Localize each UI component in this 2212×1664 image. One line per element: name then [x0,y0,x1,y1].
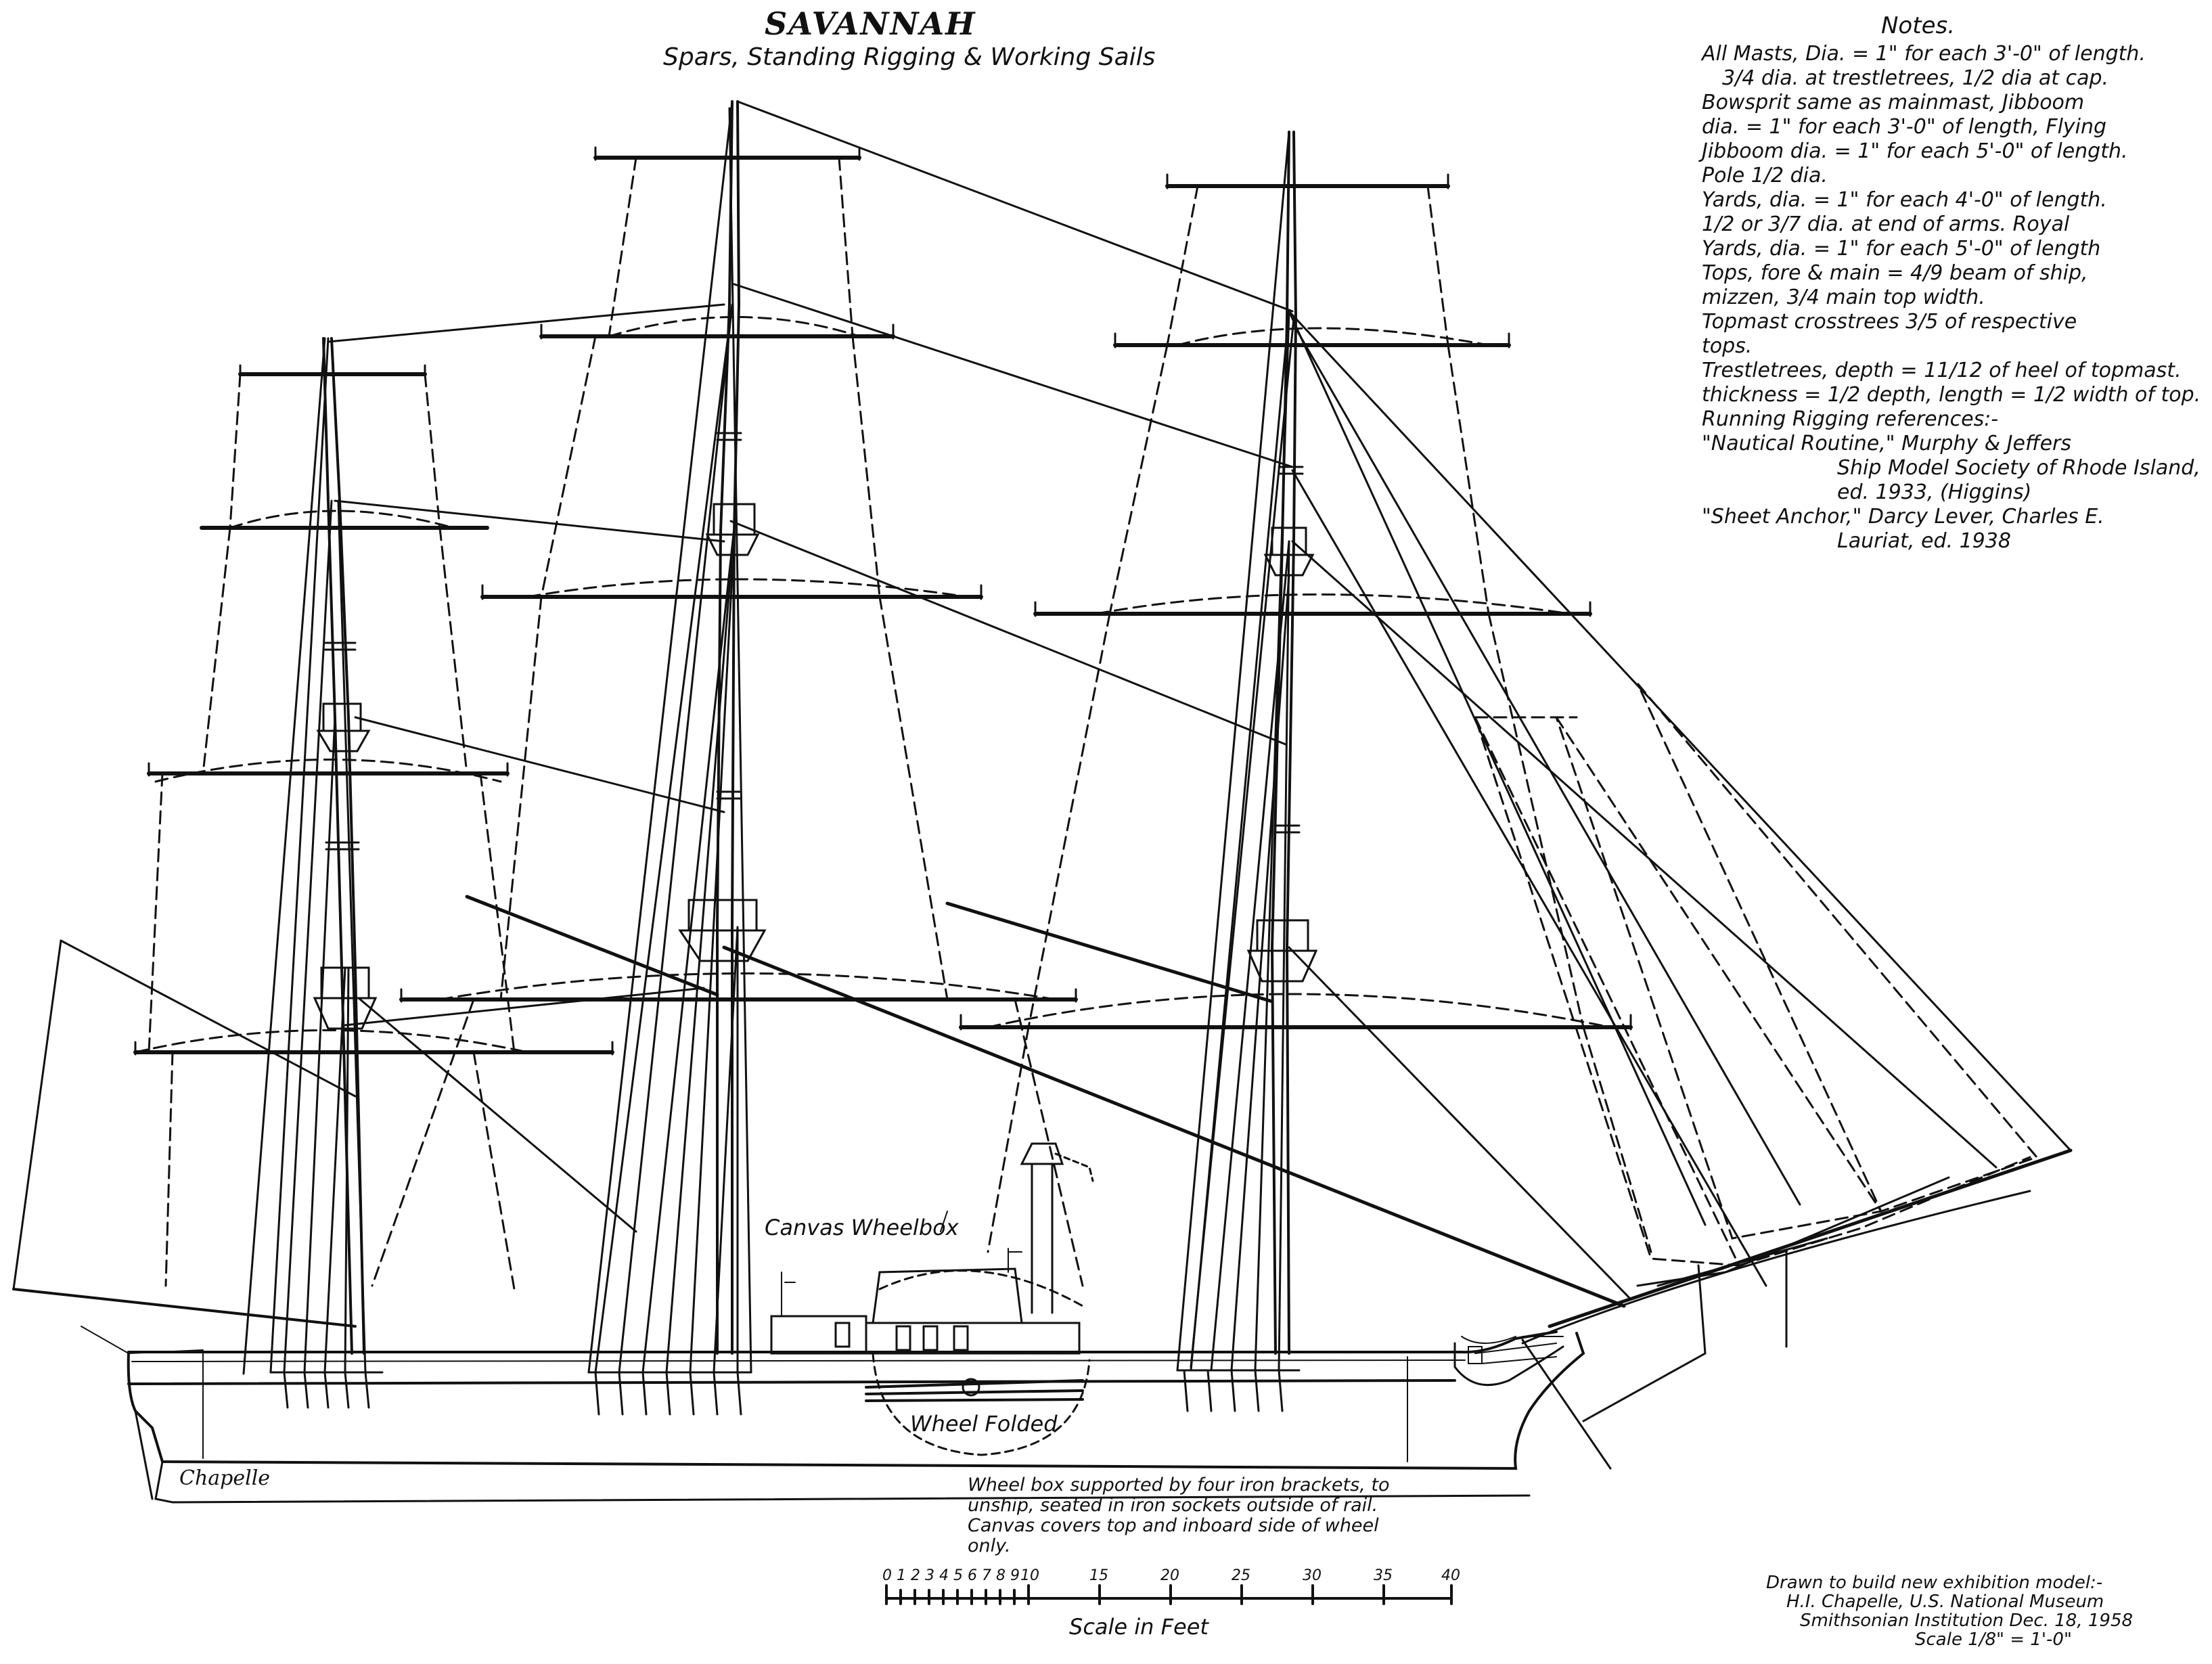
scale-bar [885,1584,1453,1605]
note-line: mizzen, 3/4 main top width. [1702,286,1985,309]
note-line: dia. = 1" for each 3'-0" of length, Flyi… [1702,115,2107,139]
note-line: tops. [1702,334,1753,358]
wheelbox-note-line: Wheel box supported by four iron bracket… [968,1475,1390,1496]
note-line: Yards, dia. = 1" for each 4'-0" of lengt… [1702,188,2107,212]
note-line: 3/4 dia. at trestletrees, 1/2 dia at cap… [1722,66,2109,90]
scale-tick-label: 5 [953,1567,963,1584]
drawn-by-note: Drawn to build new exhibition model:- H.… [1766,1573,2133,1649]
note-line: Bowsprit same as mainmast, Jibboom [1702,91,2085,114]
yards [12,156,2073,1328]
scale-tick-label: 8 [996,1567,1006,1584]
note-line: Trestletrees, depth = 11/12 of heel of t… [1702,359,2182,382]
scale-tick-label: 25 [1232,1567,1250,1584]
scale-tick-label: 9 [1010,1567,1020,1584]
scale-tick-label: 4 [939,1567,949,1584]
scale-tick-label: 3 [925,1567,934,1584]
notes-heading: Notes. [1881,12,1956,39]
note-line: "Nautical Routine," Murphy & Jeffers [1702,432,2072,455]
note-line: Running Rigging references:- [1702,407,1999,431]
channels [269,1369,1301,1416]
drawn-note-line: Drawn to build new exhibition model:- [1766,1573,2103,1593]
scale-tick-label: 0 [882,1567,892,1584]
note-line: Tops, fore & main = 4/9 beam of ship, [1702,261,2088,285]
note-line: "Sheet Anchor," Darcy Lever, Charles E. [1702,505,2104,529]
drawn-note-line: H.I. Chapelle, U.S. National Museum [1786,1592,2104,1612]
canvas-wheelbox-label: Canvas Wheelbox [765,1215,959,1240]
note-line: Ship Model Society of Rhode Island, [1837,456,2200,480]
yard-arm-tips [134,146,1632,1056]
drawn-note-line: Smithsonian Institution Dec. 18, 1958 [1800,1611,2134,1631]
scale-tick-label: 7 [982,1567,991,1584]
note-line: Yards, dia. = 1" for each 5'-0" of lengt… [1702,237,2101,261]
note-line: Topmast crosstrees 3/5 of respective [1702,310,2077,334]
note-line: thickness = 1/2 depth, length = 1/2 widt… [1702,383,2201,407]
wheelbox-note-line: Canvas covers top and inboard side of wh… [968,1515,1379,1536]
fore-mizzen-masts [322,100,1298,1355]
scale-tick-label: 2 [911,1567,920,1584]
scale-tick-label: 10 [1020,1567,1039,1584]
note-line: Lauriat, ed. 1938 [1837,529,2011,553]
note-line: Pole 1/2 dia. [1702,164,1828,187]
scale-tick-label: 15 [1089,1567,1108,1584]
notes-list: All Masts, Dia. = 1" for each 3'-0" of l… [1702,42,2203,554]
wheelbox-note-line: unship, seated in iron sockets outside o… [968,1495,1378,1516]
scale-tick-label: 35 [1374,1567,1393,1584]
stays [12,100,2072,1470]
deck-house [770,1142,1094,1456]
hull-details [81,1248,1564,1364]
drawing-subtitle: Spars, Standing Rigging & Working Sails [663,43,1156,71]
wheelbox-note-line: only. [968,1535,1011,1556]
note-line: 1/2 or 3/7 dia. at end of arms. Royal [1702,212,2070,236]
signature: Chapelle [179,1466,271,1490]
scale-title: Scale in Feet [1069,1614,1209,1640]
scale-tick-label: 20 [1160,1567,1179,1584]
hull [127,1330,1585,1504]
scale-tick-label: 30 [1303,1567,1322,1584]
note-line: All Masts, Dia. = 1" for each 3'-0" of l… [1702,42,2146,66]
mast-tops [313,432,1318,1030]
wheelbox-note: Wheel box supported by four iron bracket… [968,1475,1389,1556]
wheel-folded-label: Wheel Folded [910,1411,1058,1437]
scale-tick-label: 1 [897,1567,906,1584]
note-line: ed. 1933, (Higgins) [1837,480,2032,504]
drawn-note-line: Scale 1/8" = 1'-0" [1915,1629,2072,1650]
scale-tick-label: 40 [1441,1567,1460,1584]
note-line: Jibboom dia. = 1" for each 5'-0" of leng… [1702,139,2128,163]
scale-tick-label: 6 [968,1567,977,1584]
sails [134,156,2039,1290]
drawing-title: SAVANNAH [765,5,976,42]
